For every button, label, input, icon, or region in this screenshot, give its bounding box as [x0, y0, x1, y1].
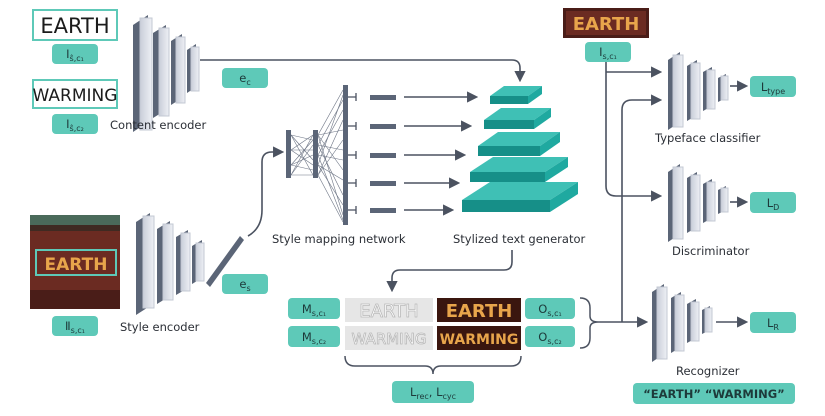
tag-i-s-c1-real: Is,c₁ [585, 42, 631, 62]
label-content-encoder: Content encoder [110, 118, 206, 132]
tag-i-hat-c1: Iŝ,c₁ [52, 44, 98, 64]
stylized-text-generator [462, 86, 578, 212]
tag-l-r: LR [750, 312, 796, 333]
brace-outputs [579, 297, 599, 349]
style-mapping-network [286, 85, 396, 225]
tag-m-s-c1: Ms,c₁ [288, 298, 340, 319]
svg-text:EARTH: EARTH [446, 301, 513, 322]
tag-e-s: es [222, 274, 268, 294]
style-vector [206, 236, 244, 287]
tag-e-c: ec [222, 68, 268, 88]
arrow-content-to-generator [200, 59, 526, 83]
tag-m-s-c2: Ms,c₂ [288, 326, 340, 347]
input-image-earth: EARTH [32, 9, 118, 41]
svg-text:ec: ec [239, 71, 250, 87]
style-image: EARTH [30, 215, 120, 309]
tag-i-hat-c2: Iŝ,c₂ [52, 114, 98, 134]
svg-text:Os,c₁: Os,c₁ [538, 302, 561, 318]
tag-i-s-c1-style: Ⅱs,c₁ [52, 316, 98, 336]
svg-text:Iŝ,c₁: Iŝ,c₁ [66, 47, 84, 63]
svg-text:“EARTH” “WARMING”: “EARTH” “WARMING” [643, 387, 785, 401]
tag-l-type: Ltype [750, 76, 796, 97]
tag-l-d: LD [750, 192, 796, 213]
arrow-style-to-mapping [247, 146, 285, 237]
recognizer-layers [652, 284, 713, 362]
svg-text:Ms,c₂: Ms,c₂ [302, 330, 326, 346]
svg-text:Ⅱs,c₁: Ⅱs,c₁ [65, 319, 85, 335]
svg-text:es: es [239, 277, 250, 293]
mask-warming: WARMING [345, 326, 433, 350]
svg-text:Os,c₂: Os,c₂ [538, 330, 561, 346]
svg-text:Iŝ,c₂: Iŝ,c₂ [66, 117, 84, 133]
mask-earth: EARTH [345, 298, 433, 322]
label-stylized-text-generator: Stylized text generator [453, 232, 585, 246]
svg-text:Ms,c₁: Ms,c₁ [302, 302, 326, 318]
svg-text:LD: LD [767, 196, 780, 212]
tag-o-s-c2: Os,c₂ [525, 326, 575, 347]
label-recognizer: Recognizer [676, 364, 740, 378]
svg-text:EARTH: EARTH [40, 14, 109, 38]
tag-o-s-c1: Os,c₁ [525, 298, 575, 319]
typeface-classifier-layers [668, 52, 729, 130]
input-image-warming: WARMING [32, 79, 118, 109]
label-typeface-classifier: Typeface classifier [654, 131, 761, 145]
routing-lines [605, 62, 663, 322]
output-warming: WARMING [437, 326, 521, 350]
label-discriminator: Discriminator [672, 244, 750, 258]
recognizer-output-tag: “EARTH” “WARMING” [633, 383, 795, 404]
tag-l-rec-cyc: Lrec, Lcyc [392, 381, 474, 403]
content-encoder-layers [133, 15, 200, 132]
svg-text:Lrec, Lcyc: Lrec, Lcyc [410, 385, 456, 401]
svg-text:Ltype: Ltype [761, 80, 785, 96]
discriminator-layers [668, 164, 729, 242]
output-earth: EARTH [437, 298, 521, 322]
svg-text:WARMING: WARMING [440, 332, 519, 348]
arrows-mapping-to-generator [404, 91, 479, 216]
arrow-generator-to-outputs [386, 250, 513, 293]
svg-text:EARTH: EARTH [359, 301, 418, 322]
svg-text:EARTH: EARTH [45, 255, 108, 275]
real-image-earth: EARTH [563, 8, 649, 38]
svg-text:EARTH: EARTH [573, 14, 640, 35]
svg-text:WARMING: WARMING [352, 330, 427, 348]
label-style-mapping-network: Style mapping network [272, 232, 406, 246]
label-style-encoder: Style encoder [120, 320, 200, 334]
svg-text:Is,c₁: Is,c₁ [599, 45, 617, 61]
svg-text:LR: LR [767, 316, 779, 332]
style-encoder-layers [136, 213, 205, 315]
svg-text:WARMING: WARMING [33, 86, 118, 106]
brace-losses [344, 355, 522, 375]
